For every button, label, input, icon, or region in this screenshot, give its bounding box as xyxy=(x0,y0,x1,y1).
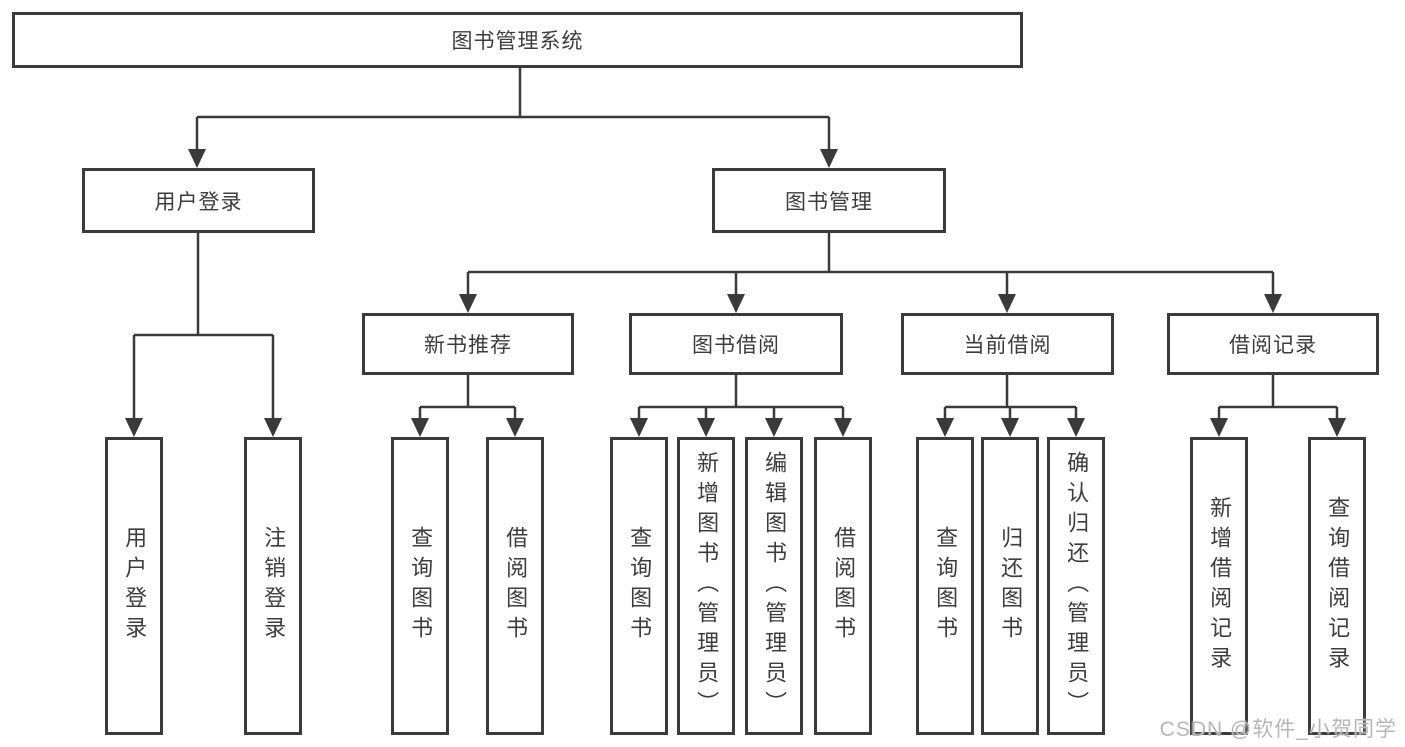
leaf-current-return-books-label: 归还图书 xyxy=(998,526,1024,646)
leaf-borrow-edit-books-admin: 编辑图书（管理员） xyxy=(745,437,803,735)
leaf-records-add-record: 新增借阅记录 xyxy=(1190,437,1248,735)
leaf-borrow-borrow-books-label: 借阅图书 xyxy=(831,526,857,646)
leaf-current-query-books-label: 查询图书 xyxy=(933,526,959,646)
leaf-logout-label: 注销登录 xyxy=(261,526,287,646)
leaf-recommend-borrow-books: 借阅图书 xyxy=(486,437,544,735)
leaf-current-confirm-return-admin-label: 确认归还（管理员） xyxy=(1064,451,1090,721)
csdn-watermark: CSDN @软件_小贺同学 xyxy=(1159,718,1397,741)
node-new-book-recommend: 新书推荐 xyxy=(362,313,574,375)
leaf-user-login-label: 用户登录 xyxy=(122,526,148,646)
leaf-borrow-add-books-admin: 新增图书（管理员） xyxy=(677,437,735,735)
leaf-current-query-books: 查询图书 xyxy=(916,437,974,735)
leaf-recommend-query-books: 查询图书 xyxy=(391,437,449,735)
leaf-logout: 注销登录 xyxy=(244,437,302,735)
node-root-library-system: 图书管理系统 xyxy=(12,12,1023,68)
node-borrow-records: 借阅记录 xyxy=(1167,313,1379,375)
leaf-records-query-record: 查询借阅记录 xyxy=(1308,437,1366,735)
leaf-borrow-query-books-label: 查询图书 xyxy=(627,526,653,646)
leaf-borrow-add-books-admin-label: 新增图书（管理员） xyxy=(694,451,720,721)
leaf-records-add-record-label: 新增借阅记录 xyxy=(1207,496,1233,676)
leaf-recommend-query-books-label: 查询图书 xyxy=(408,526,434,646)
node-current-borrow: 当前借阅 xyxy=(901,313,1114,375)
leaf-recommend-borrow-books-label: 借阅图书 xyxy=(503,526,529,646)
leaf-borrow-borrow-books: 借阅图书 xyxy=(814,437,872,735)
node-user-login: 用户登录 xyxy=(82,168,315,233)
leaf-current-return-books: 归还图书 xyxy=(981,437,1039,735)
leaf-records-query-record-label: 查询借阅记录 xyxy=(1325,496,1351,676)
leaf-current-confirm-return-admin: 确认归还（管理员） xyxy=(1047,437,1105,735)
leaf-borrow-query-books: 查询图书 xyxy=(610,437,668,735)
arrowheads xyxy=(125,149,1346,437)
leaf-user-login: 用户登录 xyxy=(105,437,163,735)
leaf-borrow-edit-books-admin-label: 编辑图书（管理员） xyxy=(762,451,788,721)
node-book-management: 图书管理 xyxy=(712,168,946,233)
node-book-borrow: 图书借阅 xyxy=(629,313,843,375)
